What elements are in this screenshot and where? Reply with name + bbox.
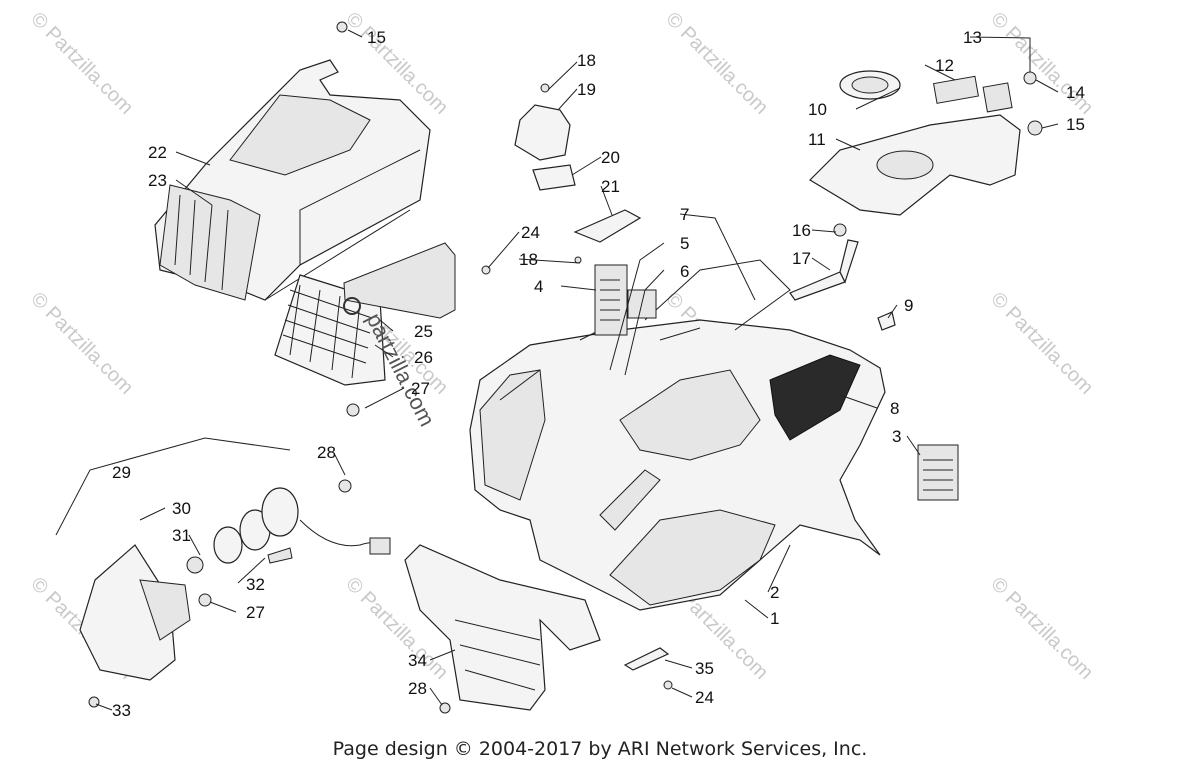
callout-21: 21 xyxy=(601,177,620,196)
headlight-assembly xyxy=(79,544,212,681)
callout-31: 31 xyxy=(172,526,191,545)
watermark: © Partzilla.com xyxy=(26,288,137,399)
callout-33: 33 xyxy=(112,701,131,720)
callout-25: 25 xyxy=(414,322,433,341)
front-fender xyxy=(469,259,886,611)
callout-13: 13 xyxy=(963,28,982,47)
callout-27a: 27 xyxy=(411,379,430,398)
callout-16: 16 xyxy=(792,221,811,240)
callout-10: 10 xyxy=(808,100,827,119)
reflector xyxy=(623,647,670,671)
front-bumper xyxy=(404,544,601,711)
watermark: © Partzilla.com xyxy=(661,8,772,119)
copyright-footer: Page design © 2004-2017 by ARI Network S… xyxy=(332,738,868,760)
callout-35: 35 xyxy=(695,659,714,678)
rear-rack-cover xyxy=(809,70,1043,216)
callout-19: 19 xyxy=(577,80,596,99)
bulb-harness xyxy=(186,487,391,574)
callout-1: 1 xyxy=(770,609,779,628)
callout-17: 17 xyxy=(792,249,811,268)
callout-12: 12 xyxy=(935,56,954,75)
decals xyxy=(594,264,959,501)
callout-28a: 28 xyxy=(317,443,336,462)
callout-20: 20 xyxy=(601,148,620,167)
callout-24b: 24 xyxy=(695,688,714,707)
headlight-pod-cover xyxy=(154,59,431,301)
callout-4: 4 xyxy=(534,277,543,296)
callout-8: 8 xyxy=(890,399,899,418)
callout-7: 7 xyxy=(680,205,689,224)
callout-18b: 18 xyxy=(519,250,538,269)
hose xyxy=(789,223,859,301)
callout-22: 22 xyxy=(148,143,167,162)
bracket xyxy=(877,311,896,331)
small-top-parts xyxy=(514,104,642,243)
grille xyxy=(274,242,456,386)
callout-34: 34 xyxy=(408,651,427,670)
watermark: © Partzilla.com xyxy=(26,8,137,119)
callout-18a: 18 xyxy=(577,51,596,70)
fasteners xyxy=(88,21,673,714)
callout-9: 9 xyxy=(904,296,913,315)
callout-15b: 15 xyxy=(1066,115,1085,134)
callout-3: 3 xyxy=(892,427,901,446)
callout-28b: 28 xyxy=(408,679,427,698)
callout-11: 11 xyxy=(808,130,826,149)
callout-24a: 24 xyxy=(521,223,540,242)
callout-23: 23 xyxy=(148,171,167,190)
callout-5: 5 xyxy=(680,234,689,253)
leader-lines xyxy=(55,29,1059,711)
callout-14: 14 xyxy=(1066,83,1085,102)
callout-27b: 27 xyxy=(246,603,265,622)
watermark: © Partzilla.com xyxy=(986,288,1097,399)
callout-32: 32 xyxy=(246,575,265,594)
watermark: © Partzilla.com xyxy=(986,573,1097,684)
callout-2: 2 xyxy=(770,583,779,602)
callout-26: 26 xyxy=(414,348,433,367)
callout-6: 6 xyxy=(680,262,689,281)
callout-labels: 1 2 3 4 5 6 7 8 9 10 11 12 13 14 15 15 1… xyxy=(112,28,1085,720)
callout-15a: 15 xyxy=(367,28,386,47)
callout-30: 30 xyxy=(172,499,191,518)
callout-29: 29 xyxy=(112,463,131,482)
